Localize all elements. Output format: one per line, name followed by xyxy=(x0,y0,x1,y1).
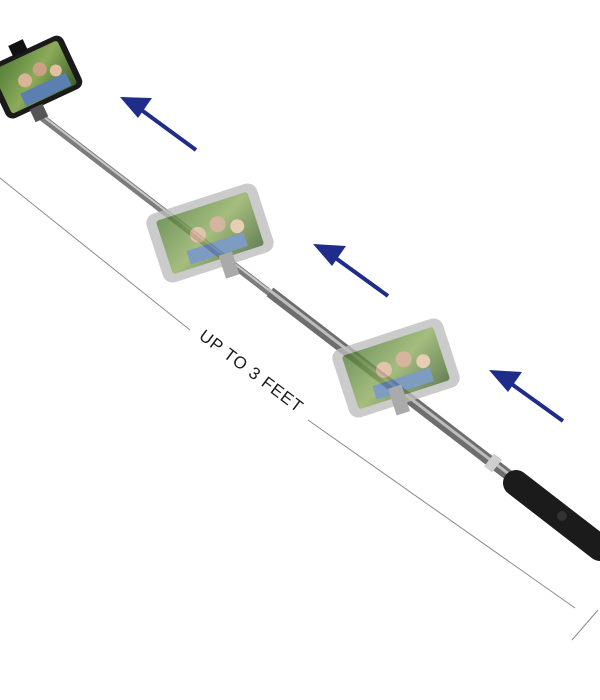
dimension-line xyxy=(0,177,599,641)
measurement-label: UP TO 3 FEET xyxy=(196,326,308,417)
phone-retracted xyxy=(332,318,460,418)
shutter-button xyxy=(557,511,567,521)
extend-arrow-icon xyxy=(120,97,198,152)
extend-arrow-icon xyxy=(489,370,565,423)
phone-middle xyxy=(146,183,274,283)
phone-extended xyxy=(0,35,83,119)
extend-arrow-icon xyxy=(313,244,390,298)
telescopic-pole xyxy=(36,112,524,489)
handle xyxy=(503,470,600,561)
